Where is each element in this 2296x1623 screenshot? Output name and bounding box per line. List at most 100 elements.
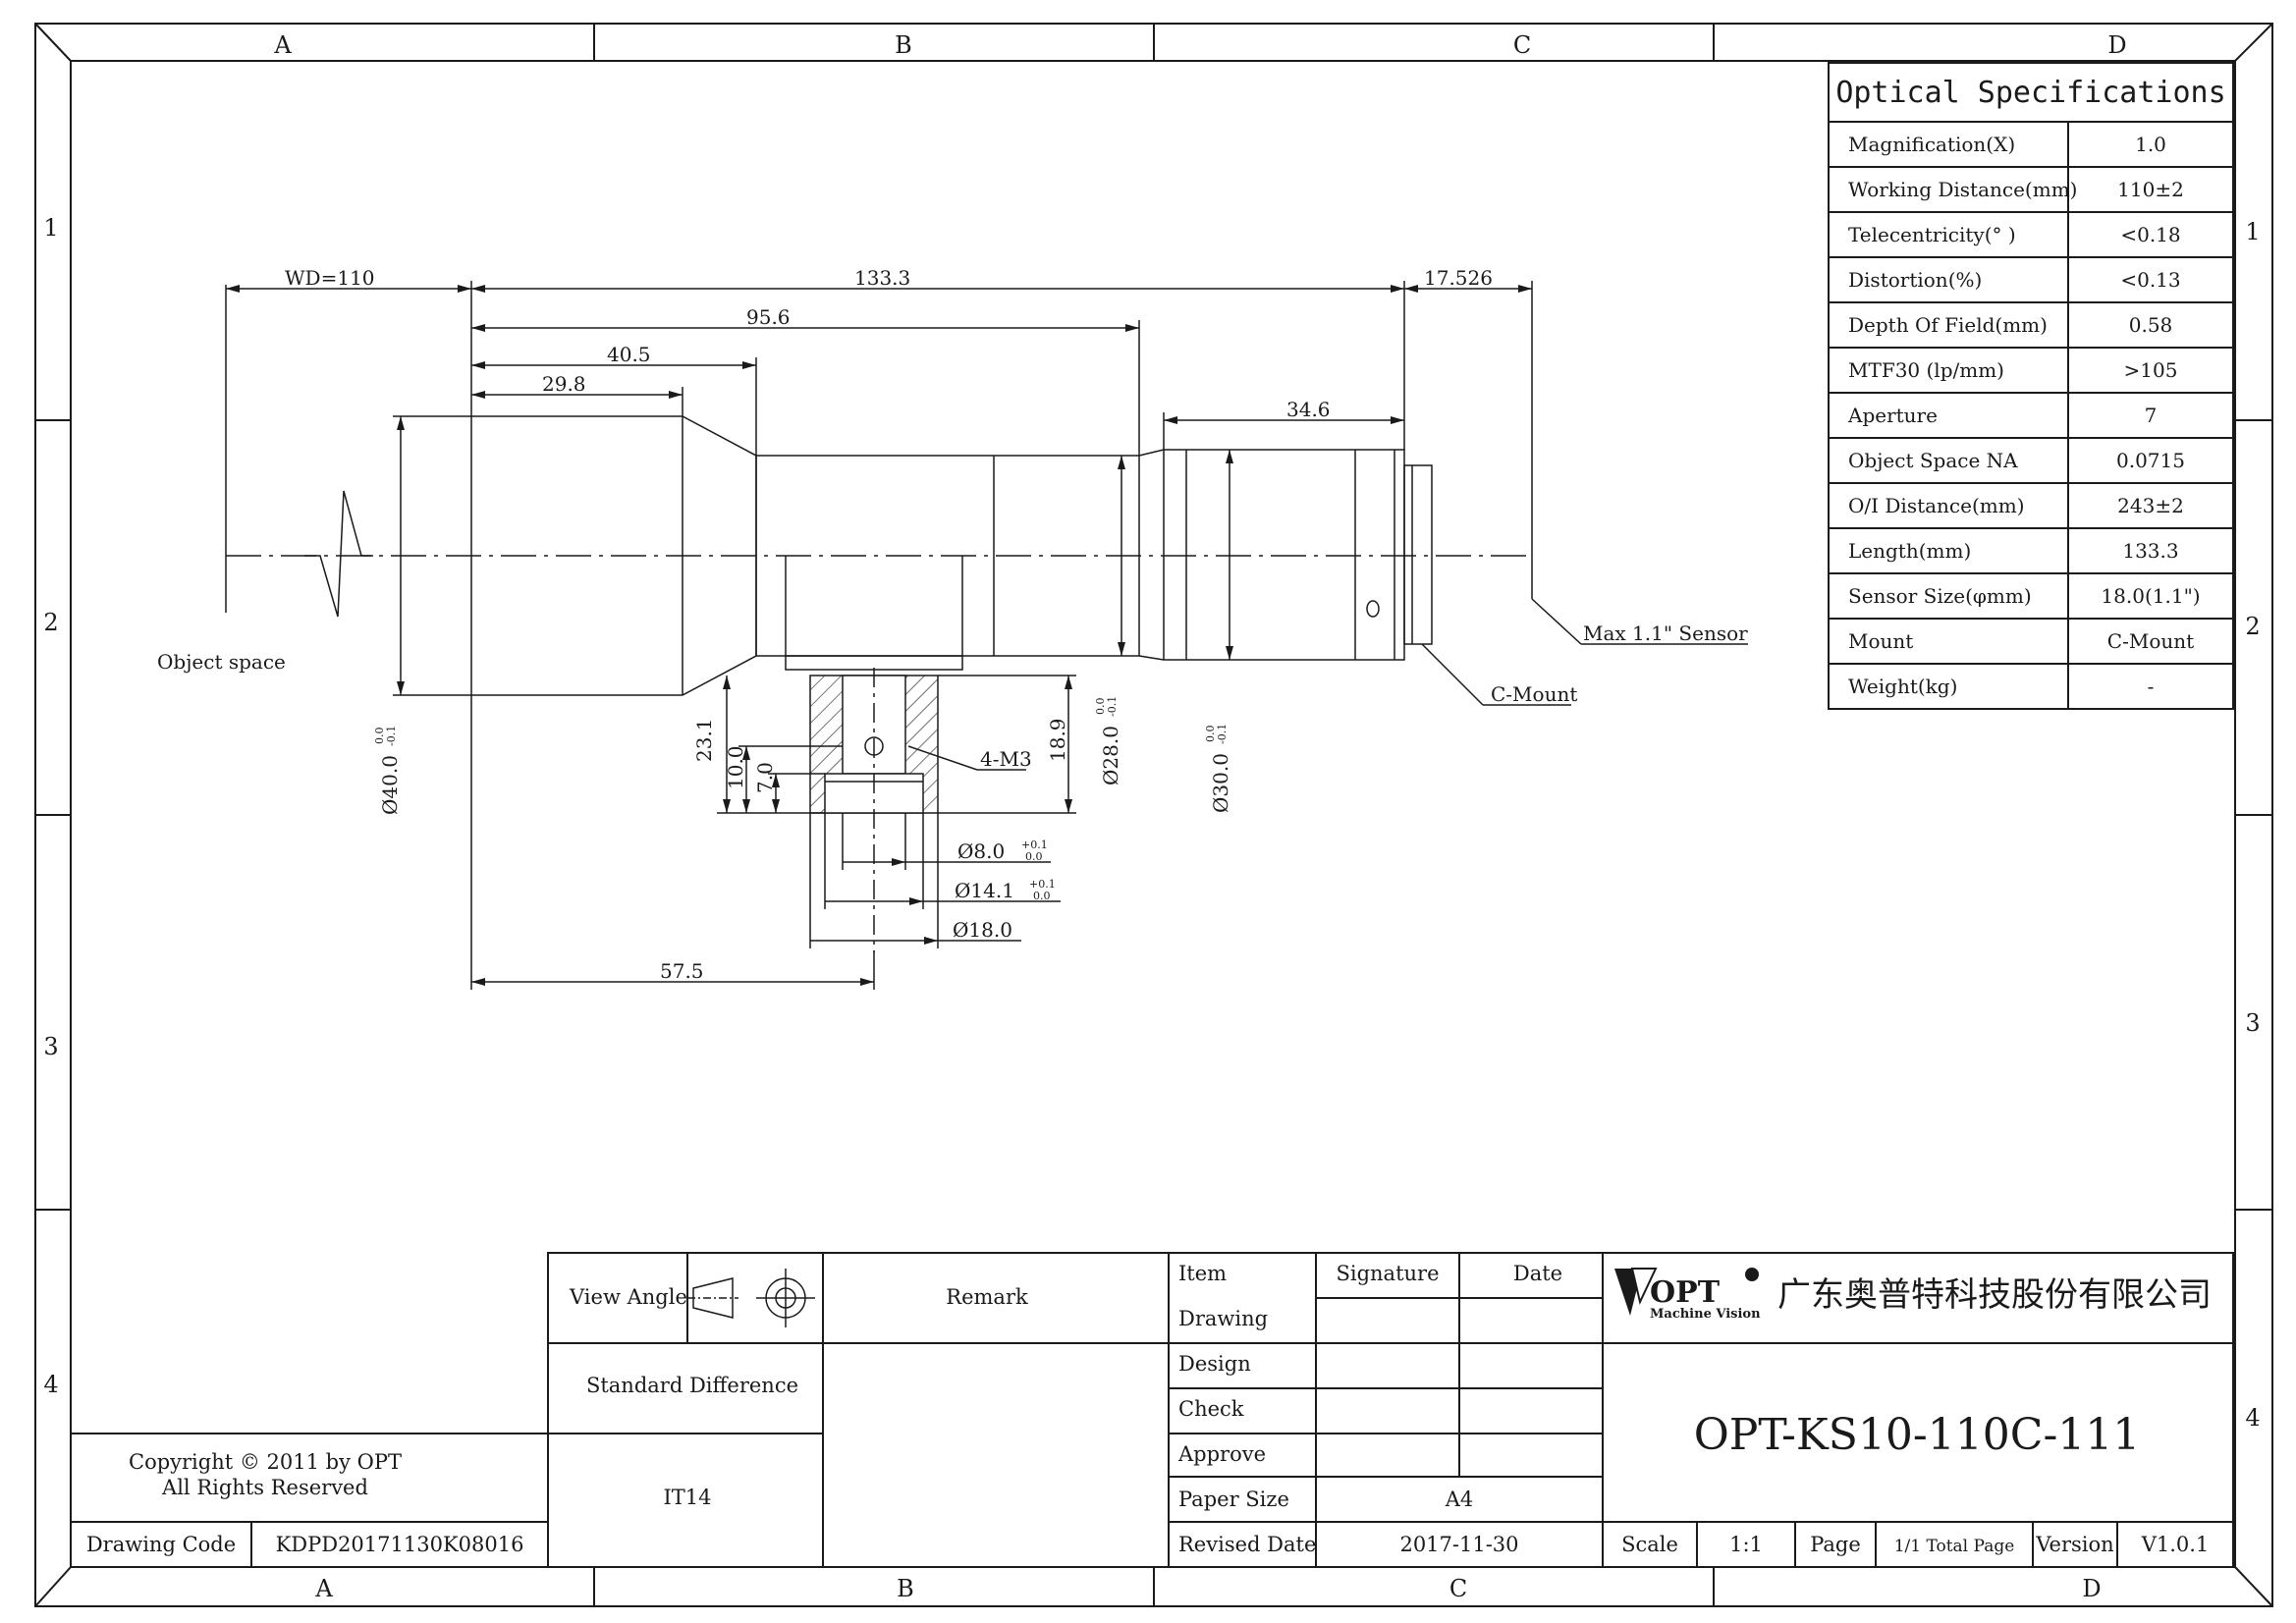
dim-405: 40.5	[607, 343, 651, 366]
paper-size-label: Paper Size	[1178, 1488, 1289, 1511]
version-label: Version	[2035, 1533, 2113, 1556]
zone-left-2: 2	[43, 609, 58, 636]
spec-label: Working Distance(mm)	[1848, 178, 2077, 201]
horizontal-dimensions	[226, 281, 1533, 990]
item-header: Item	[1178, 1262, 1227, 1285]
row-approve: Approve	[1177, 1442, 1266, 1466]
row-drawing: Drawing	[1178, 1307, 1268, 1330]
spec-label: O/I Distance(mm)	[1848, 494, 2025, 517]
spec-table-title: Optical Specifications	[1835, 76, 2225, 110]
dim-231: 23.1	[692, 718, 716, 762]
version-value: V1.0.1	[2141, 1533, 2210, 1556]
spec-label: Depth Of Field(mm)	[1848, 313, 2048, 337]
zone-top-c: C	[1513, 31, 1531, 59]
spec-value: C-Mount	[2107, 629, 2194, 653]
remark-label: Remark	[946, 1285, 1028, 1309]
zone-left-1: 1	[43, 214, 58, 242]
spec-label: MTF30 (lp/mm)	[1848, 358, 2004, 382]
dim-dia141: Ø14.1	[955, 879, 1014, 902]
dim-100: 10.0	[724, 745, 747, 789]
zone-bottom-b: B	[897, 1575, 914, 1602]
scale-value: 1:1	[1729, 1533, 1763, 1556]
dim-346: 34.6	[1286, 398, 1331, 421]
spec-value: 1.0	[2135, 133, 2166, 156]
spec-value: 7	[2145, 404, 2158, 427]
label-4-m3: 4-M3	[980, 747, 1032, 771]
zone-top-b: B	[895, 31, 912, 59]
dim-575: 57.5	[660, 959, 704, 983]
dim-956: 95.6	[746, 305, 791, 329]
tol-dia141-zero: 0.0	[1033, 890, 1051, 902]
zone-labels: A B C D A B C D 1 2 3 4 1 2 3 4	[43, 31, 2260, 1602]
zone-bottom-c: C	[1449, 1575, 1467, 1602]
dim-total-length: 133.3	[854, 266, 910, 290]
dim-dia18: Ø18.0	[953, 918, 1012, 942]
label-object-space: Object space	[157, 650, 286, 674]
copyright-line-2: All Rights Reserved	[161, 1476, 368, 1499]
tol-dia28-zero: 0.0	[1094, 698, 1107, 716]
spec-value: 0.0715	[2116, 449, 2185, 472]
page-value: 1/1 Total Page	[1894, 1537, 2015, 1556]
spec-value: <0.13	[2120, 268, 2180, 292]
label-max-sensor: Max 1.1" Sensor	[1583, 622, 1748, 645]
drawing-code-label: Drawing Code	[86, 1533, 236, 1556]
spec-value: 133.3	[2122, 539, 2178, 563]
copyright-line-1: Copyright © 2011 by OPT	[129, 1450, 402, 1474]
revised-date-label: Revised Date	[1178, 1533, 1316, 1556]
title-block: OPT Machine Vision View Angle Remark Ite…	[71, 1252, 2234, 1568]
dim-wd: WD=110	[285, 266, 375, 290]
zone-right-2: 2	[2245, 613, 2260, 640]
model-number: OPT-KS10-110C-111	[1694, 1410, 2141, 1460]
row-check: Check	[1178, 1397, 1244, 1421]
spec-label: Aperture	[1847, 404, 1938, 427]
tol-dia28-minus: -0.1	[1106, 696, 1119, 717]
signature-header: Signature	[1336, 1262, 1439, 1285]
zone-top-a: A	[273, 31, 292, 59]
zone-bottom-d: D	[2082, 1575, 2101, 1602]
dim-dia30: Ø30.0	[1209, 753, 1232, 813]
sheet-frame	[34, 23, 2273, 1607]
tol-dia30-zero: 0.0	[1204, 726, 1217, 743]
spec-value: >105	[2124, 358, 2178, 382]
row-design: Design	[1178, 1352, 1251, 1376]
spec-value: 110±2	[2117, 178, 2184, 201]
c-mount-thread	[1403, 464, 1433, 645]
spec-value: -	[2148, 675, 2155, 698]
dim-17526: 17.526	[1424, 266, 1493, 290]
zone-right-1: 1	[2245, 218, 2260, 245]
logo-tagline: Machine Vision	[1650, 1307, 1761, 1322]
drawing-code-value: KDPD20171130K08016	[276, 1533, 524, 1556]
tol-dia141-plus: +0.1	[1029, 878, 1056, 891]
spec-label: Weight(kg)	[1848, 675, 1957, 698]
revised-date-value: 2017-11-30	[1399, 1533, 1518, 1556]
scale-label: Scale	[1621, 1533, 1678, 1556]
spec-value: 18.0(1.1")	[2101, 584, 2200, 608]
side-port-section	[809, 668, 939, 952]
zone-right-3: 3	[2245, 1009, 2260, 1037]
spec-label: Mount	[1848, 629, 1913, 653]
vertical-dimensions	[393, 415, 1233, 814]
label-c-mount: C-Mount	[1491, 682, 1577, 706]
dim-dia8: Ø8.0	[957, 839, 1005, 863]
tol-dia40-minus: -0.1	[385, 726, 398, 746]
logo-wordmark: OPT	[1650, 1275, 1721, 1310]
spec-value: <0.18	[2120, 223, 2180, 246]
spec-label: Object Space NA	[1848, 449, 2018, 472]
zone-bottom-a: A	[314, 1575, 333, 1602]
zone-left-4: 4	[43, 1371, 58, 1398]
view-angle-label: View Angle	[569, 1285, 687, 1309]
dim-70: 7.0	[753, 762, 777, 793]
paper-size-value: A4	[1445, 1488, 1474, 1511]
opt-logo: OPT Machine Vision	[1614, 1268, 1761, 1322]
zone-left-3: 3	[43, 1033, 58, 1060]
spec-label: Magnification(X)	[1848, 133, 2015, 156]
zone-top-d: D	[2107, 31, 2126, 59]
date-header: Date	[1513, 1262, 1562, 1285]
dim-dia28: Ø28.0	[1099, 726, 1122, 785]
optical-spec-table: Optical Specifications Magnification(X) 1…	[1828, 62, 2234, 710]
dim-189: 18.9	[1046, 718, 1069, 762]
spec-label: Length(mm)	[1848, 539, 1971, 563]
dim-dia40: Ø40.0	[378, 755, 402, 815]
lens-drawing	[225, 281, 1748, 990]
